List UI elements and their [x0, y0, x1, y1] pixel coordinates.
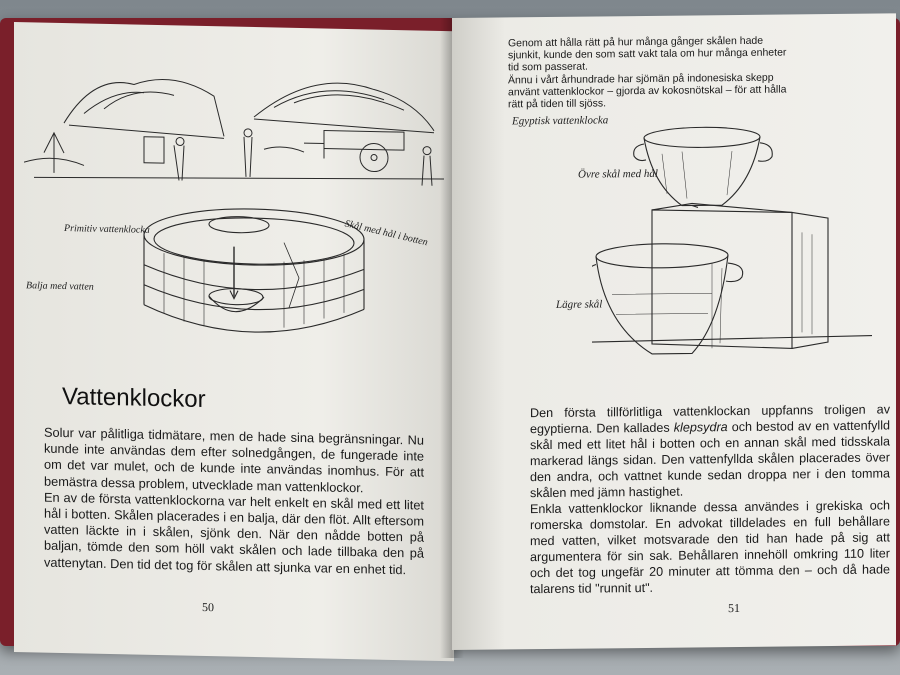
page-number-right: 51	[728, 600, 740, 616]
right-paragraph-1: Den första tillförlitliga vattenklockan …	[530, 402, 890, 501]
left-body-text: Solur var pålitliga tidmätare, men de ha…	[44, 425, 424, 579]
left-paragraph: En av de första vattenklockorna var helt…	[44, 489, 424, 577]
section-heading: Vattenklockor	[62, 383, 206, 414]
lower-bowl-label: Lägre skål	[556, 298, 603, 311]
klepsydra-term: klepsydra	[673, 420, 728, 435]
basin-label: Balja med vatten	[26, 280, 94, 293]
tub-caption: Primitiv vattenklocka	[64, 223, 150, 236]
right-top-text: Genom att hålla rätt på hur många gånger…	[508, 34, 798, 111]
right-paragraph-2: Enkla vattenklockor liknande dessa använ…	[530, 498, 890, 597]
page-number-left: 50	[202, 599, 214, 615]
right-top-paragraph: Ännu i vårt århundrade har sjömän på ind…	[508, 71, 787, 111]
basin-illustration	[143, 208, 365, 333]
upper-bowl-label: Övre skål med hål	[578, 167, 658, 181]
left-paragraph: Solur var pålitliga tidmätare, men de ha…	[44, 424, 424, 495]
village-illustration	[24, 79, 444, 186]
right-top-paragraph: Genom att hålla rätt på hur många gånger…	[508, 34, 787, 74]
book-cover: Primitiv vattenklocka Skål med hål i bot…	[0, 13, 900, 662]
egyptian-clock-illustration	[592, 126, 873, 355]
left-page: Primitiv vattenklocka Skål med hål i bot…	[14, 22, 454, 662]
right-page: Genom att hålla rätt på hur många gånger…	[452, 13, 896, 650]
right-body-text: Den första tillförlitliga vattenklockan …	[530, 401, 890, 597]
